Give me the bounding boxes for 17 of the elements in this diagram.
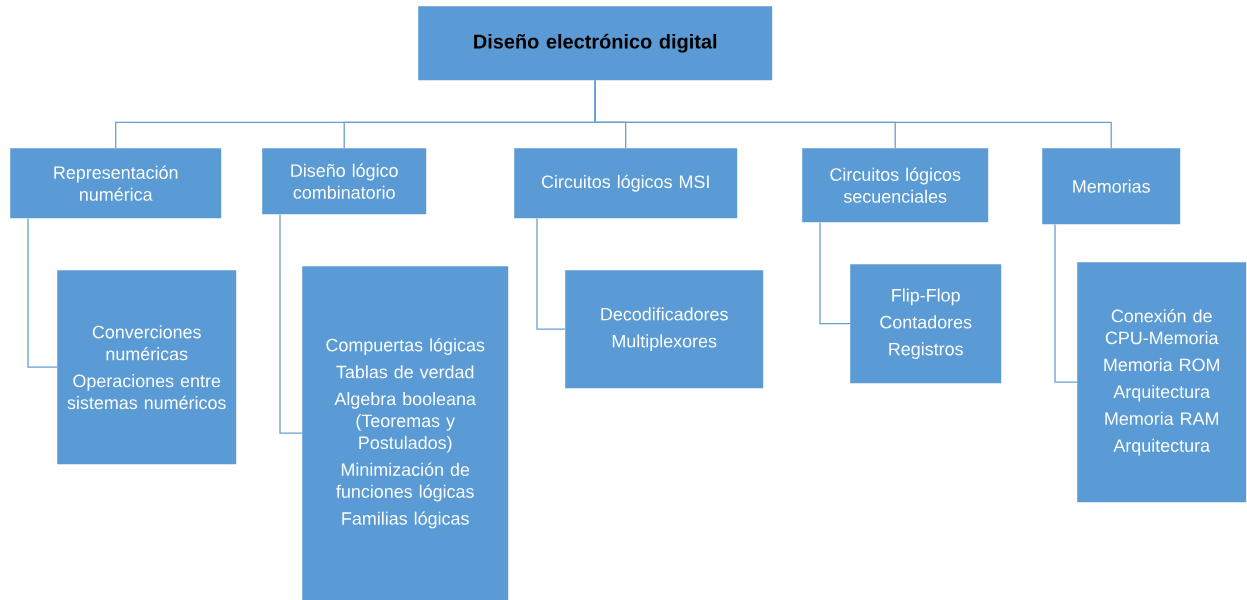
category-box: Circuitos lógicos secuenciales	[802, 148, 989, 223]
title-box: Diseño electrónico digital	[418, 6, 773, 81]
category-box: Representación numérica	[10, 148, 222, 219]
topic-box: Compuertas lógicas Tablas de verdad Algebra booleana (Teoremas y Postulados) Minimización de funciones lógicas Familias lógicas	[302, 266, 509, 600]
category-box: Circuitos lógicos MSI	[514, 148, 738, 219]
connector-line	[819, 221, 851, 325]
connector-line	[1054, 223, 1078, 383]
connector-line	[594, 79, 1112, 149]
connector-line	[27, 217, 58, 368]
category-box: Memorias	[1042, 148, 1181, 225]
category-box: Diseño lógico combinatorio	[262, 148, 427, 215]
topic-box: Flip-Flop Contadores Registros	[850, 264, 1002, 384]
topic-box: Converciones numéricas Operaciones entre sistemas numéricos	[57, 270, 237, 465]
topic-box: Decodificadores Multiplexores	[565, 270, 764, 389]
connector-line	[279, 213, 303, 434]
topic-box: Conexión de CPU-Memoria Memoria ROM Arquitectura Memoria RAM Arquitectura	[1077, 262, 1247, 503]
connector-line	[536, 217, 566, 330]
